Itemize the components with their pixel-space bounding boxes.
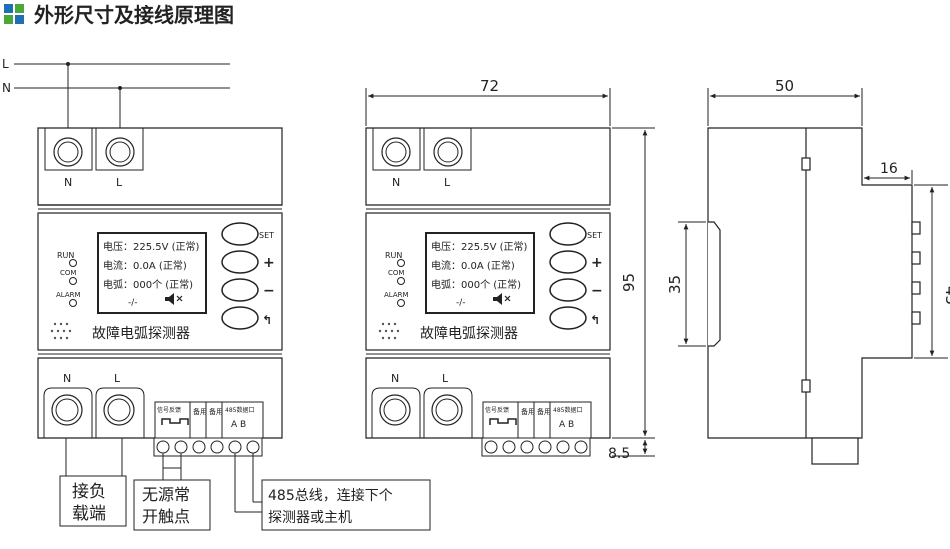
callout-contact-line2: 开触点 <box>142 507 190 526</box>
screen-line-voltage: 电压：225.5V (正常) <box>103 240 200 253</box>
front-button-set-label: SET <box>587 231 602 240</box>
button-minus[interactable] <box>221 278 259 302</box>
button-set-label: SET <box>259 231 274 240</box>
lcd-screen <box>97 232 207 314</box>
indicator-com-led <box>69 277 77 285</box>
speaker-mute-icon <box>165 293 183 305</box>
dimension-step <box>864 170 913 184</box>
screen-line-current: 电流：0.0A (正常) <box>103 259 187 272</box>
terminal-ab-label: A B <box>231 420 246 430</box>
bottom-terminal-n[interactable] <box>43 387 93 438</box>
front-switch-icon: -/- <box>456 298 466 308</box>
callout-contact-line1: 无源常 <box>142 485 190 504</box>
top-terminal-n-label: N <box>64 176 72 189</box>
button-set[interactable] <box>221 222 259 246</box>
terminal-spare2-label: 备用 <box>209 407 223 416</box>
line-n-label: N <box>2 81 11 95</box>
indicator-com-label: COM <box>60 269 76 277</box>
top-terminal-l[interactable] <box>95 128 144 171</box>
indicator-alarm-label: ALARM <box>56 291 81 299</box>
front-screen-line-current: 电流：0.0A (正常) <box>431 259 515 272</box>
buzzer-grille-icon <box>50 322 72 340</box>
front-button-minus-label: − <box>591 283 603 299</box>
callout-contact-box <box>133 479 211 531</box>
dimension-front-height-label: 45 <box>942 286 950 305</box>
front-buzzer-grille-icon <box>378 322 400 340</box>
dimension-offset-label: 8.5 <box>608 446 630 462</box>
junction-dot-l <box>66 62 70 66</box>
callout-485-line1: 485总线，连接下个 <box>268 487 393 504</box>
dimension-depth <box>707 88 863 126</box>
power-lines <box>14 63 230 128</box>
front-terminal-signal-label: 信号反馈 <box>485 406 509 414</box>
screw-terminal-row[interactable] <box>153 437 263 457</box>
bottom-terminal-l[interactable] <box>95 387 145 438</box>
front-bottom-terminal-n-label: N <box>391 372 399 385</box>
indicator-run-label: RUN <box>57 251 74 260</box>
dimension-height-label: 95 <box>620 273 638 292</box>
front-terminal-ab-label: A B <box>559 420 574 430</box>
dimension-rail <box>678 221 706 347</box>
dimension-depth-label: 50 <box>775 77 794 95</box>
callout-load-box <box>59 475 127 527</box>
terminal-spare1-label: 备用 <box>193 407 207 416</box>
top-terminal-l-label: L <box>116 176 123 189</box>
dimension-rail-label: 35 <box>666 275 684 294</box>
front-top-terminal-l-label: L <box>444 176 451 189</box>
indicator-alarm-led <box>69 299 77 307</box>
front-terminal-spare2-label: 备用 <box>537 407 551 416</box>
button-plus[interactable] <box>221 250 259 274</box>
callout-485-line2: 探测器或主机 <box>268 510 352 526</box>
front-terminal-spare1-label: 备用 <box>521 407 535 416</box>
top-terminal-n[interactable] <box>44 128 93 171</box>
header-logo-icon <box>4 4 24 24</box>
front-top-terminal-n-label: N <box>392 176 400 189</box>
device-front-dimensioned <box>365 127 611 457</box>
line-l-label: L <box>2 57 9 71</box>
device-side-view <box>707 127 921 465</box>
front-back-arrow-icon: ↰ <box>590 313 600 327</box>
front-indicator-com-label: COM <box>388 269 404 277</box>
terminal-485-label: 485数据口 <box>225 406 254 414</box>
bottom-terminal-l-label: L <box>114 372 121 385</box>
indicator-run-led <box>69 259 77 267</box>
bottom-terminal-n-label: N <box>63 372 71 385</box>
product-name: 故障电弧探测器 <box>92 326 190 342</box>
callout-load-line2: 载端 <box>72 504 106 524</box>
dimension-width-label: 72 <box>480 77 499 95</box>
screen-line-arc: 电弧：000个 (正常) <box>103 278 193 291</box>
dimension-height <box>612 127 655 457</box>
callout-load-line1: 接负 <box>72 482 106 502</box>
dimension-front-height <box>914 184 948 359</box>
switch-icon: -/- <box>128 298 138 308</box>
terminal-signal-label: 信号反馈 <box>157 406 181 414</box>
front-bottom-terminal-l-label: L <box>442 372 449 385</box>
front-indicator-run-label: RUN <box>385 251 402 260</box>
front-button-plus-label: + <box>591 255 603 271</box>
front-screen-line-arc: 电弧：000个 (正常) <box>431 278 521 291</box>
back-arrow-icon: ↰ <box>262 313 272 327</box>
front-terminal-485-label: 485数据口 <box>553 406 582 414</box>
button-plus-label: + <box>263 255 275 271</box>
button-minus-label: − <box>263 283 275 299</box>
page-title: 外形尺寸及接线原理图 <box>34 3 234 27</box>
dimension-step-label: 16 <box>880 161 898 177</box>
front-product-name: 故障电弧探测器 <box>420 326 518 342</box>
junction-dot-n <box>118 86 122 90</box>
callout-485-box <box>261 479 431 531</box>
signal-terminal-block <box>154 401 264 439</box>
front-screen-line-voltage: 电压：225.5V (正常) <box>431 240 528 253</box>
dimension-width <box>365 88 611 126</box>
front-indicator-alarm-label: ALARM <box>384 291 409 299</box>
button-back[interactable] <box>221 306 259 330</box>
